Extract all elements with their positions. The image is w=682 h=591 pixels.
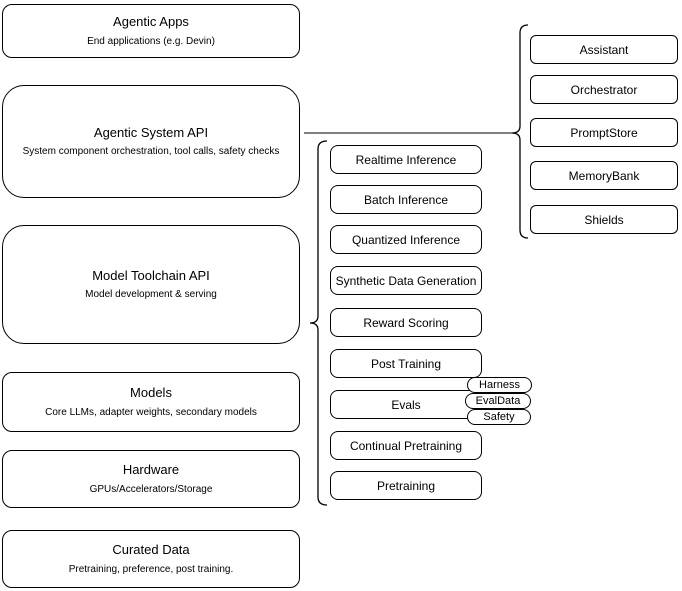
node-subtitle: End applications (e.g. Devin) — [87, 35, 215, 47]
node-title: Agentic System API — [93, 124, 209, 140]
node-promptstore: PromptStore — [530, 118, 678, 147]
node-title: Models — [130, 385, 172, 401]
node-title: Curated Data — [112, 542, 190, 558]
tag-harness: Harness — [467, 377, 532, 393]
brace-toolchain-components — [309, 140, 328, 506]
node-synthetic-data-generation: Synthetic Data Generation — [330, 266, 482, 295]
node-continual-pretraining: Continual Pretraining — [330, 431, 482, 460]
node-subtitle: Model development & serving — [85, 289, 217, 301]
brace-system-components — [511, 24, 529, 239]
node-subtitle: GPUs/Accelerators/Storage — [89, 483, 213, 495]
node-memorybank: MemoryBank — [530, 161, 678, 190]
node-batch-inference: Batch Inference — [330, 185, 482, 214]
tag-evaldata: EvalData — [465, 393, 531, 409]
node-subtitle: Pretraining, preference, post training. — [68, 563, 234, 575]
node-subtitle: Core LLMs, adapter weights, secondary mo… — [45, 406, 257, 418]
node-title: Model Toolchain API — [92, 267, 210, 283]
node-models: Models Core LLMs, adapter weights, secon… — [2, 372, 300, 432]
node-curated-data: Curated Data Pretraining, preference, po… — [2, 530, 300, 588]
node-post-training: Post Training — [330, 349, 482, 378]
node-agentic-system-api: Agentic System API System component orch… — [2, 85, 300, 198]
node-reward-scoring: Reward Scoring — [330, 308, 482, 337]
node-realtime-inference: Realtime Inference — [330, 145, 482, 174]
node-model-toolchain-api: Model Toolchain API Model development & … — [2, 225, 300, 344]
tag-safety: Safety — [467, 409, 531, 425]
node-assistant: Assistant — [530, 35, 678, 64]
node-evals: Evals — [330, 390, 482, 419]
node-shields: Shields — [530, 205, 678, 234]
node-subtitle: System component orchestration, tool cal… — [22, 146, 280, 158]
node-title: Agentic Apps — [113, 14, 189, 30]
node-hardware: Hardware GPUs/Accelerators/Storage — [2, 450, 300, 508]
node-title: Hardware — [122, 462, 180, 478]
node-agentic-apps: Agentic Apps End applications (e.g. Devi… — [2, 4, 300, 58]
node-quantized-inference: Quantized Inference — [330, 225, 482, 254]
node-pretraining: Pretraining — [330, 471, 482, 500]
node-orchestrator: Orchestrator — [530, 75, 678, 104]
